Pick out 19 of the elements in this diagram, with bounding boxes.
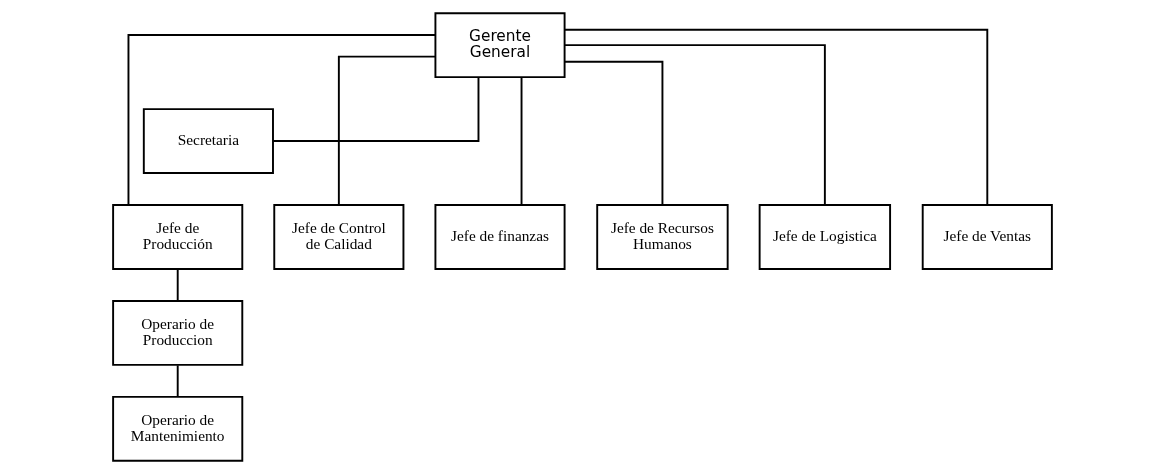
node-box: Jefe de finanzas — [433, 204, 566, 270]
node-box: Operario de Mantenimiento — [111, 395, 243, 462]
connector — [271, 76, 479, 143]
connector — [176, 268, 179, 302]
connector — [127, 33, 436, 206]
connector — [563, 60, 663, 206]
node-box: Operario de Produccion — [111, 300, 243, 366]
connector — [520, 76, 522, 206]
node-box: Secretaria — [142, 108, 274, 174]
node-box: Jefe de Control de Calidad — [272, 204, 404, 270]
node-box: Jefe de Recursos Humanos — [595, 204, 729, 270]
node-box: Gerente General — [433, 12, 566, 79]
connector — [563, 28, 988, 206]
node-box: Jefe de Producción — [111, 204, 243, 270]
connector — [337, 55, 436, 206]
node-box: Jefe de Logistica — [758, 204, 891, 270]
connector — [176, 364, 179, 398]
connector — [563, 44, 826, 206]
node-box: Jefe de Ventas — [921, 204, 1053, 270]
